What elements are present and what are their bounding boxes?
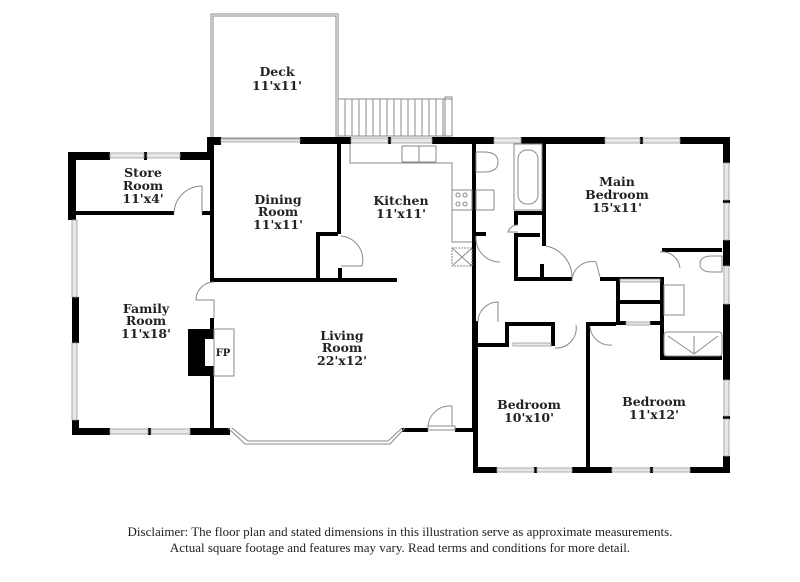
fixtures bbox=[349, 143, 723, 357]
disclaimer: Disclaimer: The floor plan and stated di… bbox=[0, 524, 800, 556]
family-room-label-1: Family bbox=[123, 301, 170, 316]
main-bedroom-label-1: Main bbox=[599, 174, 635, 189]
living-room-label-2: Room bbox=[322, 340, 362, 355]
bedroom-3-dims: 11'x12' bbox=[629, 407, 679, 422]
room-labels: Deck 11'x11' Store Room 11'x4' Dining Ro… bbox=[121, 64, 686, 425]
main-bedroom-label-2: Bedroom bbox=[585, 187, 649, 202]
shower bbox=[663, 331, 723, 357]
toilet-1 bbox=[475, 151, 499, 173]
deck bbox=[210, 13, 453, 139]
fireplace bbox=[188, 328, 235, 377]
bath-sink-2 bbox=[663, 284, 685, 316]
store-room-label-2: Room bbox=[123, 178, 163, 193]
bay-window bbox=[227, 427, 406, 445]
kitchen-dims: 11'x11' bbox=[376, 206, 426, 221]
toilet-2 bbox=[699, 255, 723, 273]
kitchen-label: Kitchen bbox=[373, 193, 428, 208]
disclaimer-line-2: Actual square footage and features may v… bbox=[169, 540, 631, 555]
store-room-dims: 11'x4' bbox=[122, 191, 163, 206]
deck-label: Deck bbox=[259, 64, 294, 79]
stove bbox=[451, 189, 473, 211]
main-bedroom-dims: 15'x11' bbox=[592, 200, 642, 215]
dining-room-label-1: Dining bbox=[254, 192, 302, 207]
doors bbox=[173, 185, 681, 431]
bedroom-2-label: Bedroom bbox=[497, 397, 561, 412]
bedroom-3-label: Bedroom bbox=[622, 394, 686, 409]
dining-room-dims: 11'x11' bbox=[253, 217, 303, 232]
family-room-dims: 11'x18' bbox=[121, 326, 171, 341]
bedroom-2-dims: 10'x10' bbox=[504, 410, 554, 425]
family-room-label-2: Room bbox=[126, 313, 166, 328]
deck-dims: 11'x11' bbox=[252, 78, 302, 93]
disclaimer-line-1: Disclaimer: The floor plan and stated di… bbox=[127, 524, 673, 539]
deck-stairs bbox=[337, 96, 453, 137]
living-room-dims: 22'x12' bbox=[317, 353, 367, 368]
windows bbox=[71, 137, 730, 473]
store-room-label-1: Store bbox=[124, 165, 162, 180]
walls bbox=[68, 137, 730, 473]
bath-sink-1 bbox=[475, 189, 495, 211]
living-room-label-1: Living bbox=[320, 328, 364, 343]
fireplace-label: FP bbox=[216, 348, 231, 359]
dining-room-label-2: Room bbox=[258, 204, 298, 219]
